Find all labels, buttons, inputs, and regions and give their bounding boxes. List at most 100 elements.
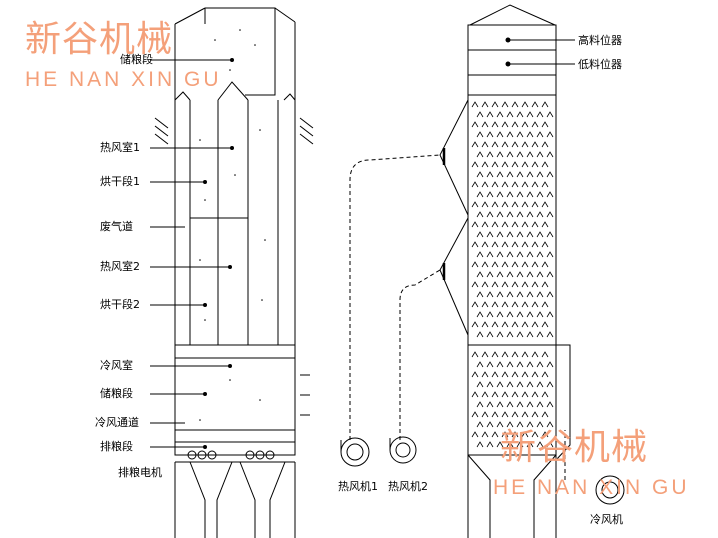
drying-triangle <box>476 401 484 408</box>
label-storage-section: 储粮段 <box>120 52 153 66</box>
drying-triangle <box>496 441 504 448</box>
drying-triangle <box>481 161 489 168</box>
drying-triangle <box>486 211 494 218</box>
drying-triangle <box>506 441 514 448</box>
drying-triangle <box>541 121 549 128</box>
drying-triangle <box>501 261 509 268</box>
drying-triangle <box>516 251 524 258</box>
drying-triangle <box>521 101 529 108</box>
drying-triangle <box>541 181 549 188</box>
drying-triangle <box>481 351 489 358</box>
drying-triangle <box>526 171 534 178</box>
drying-triangle <box>476 251 484 258</box>
drying-triangle <box>531 351 539 358</box>
drying-triangle <box>541 221 549 228</box>
drying-triangle <box>546 211 554 218</box>
drying-triangle <box>491 301 499 308</box>
drying-triangle <box>486 251 494 258</box>
drying-triangle <box>546 231 554 238</box>
blowers <box>340 436 625 505</box>
drying-triangle <box>516 381 524 388</box>
drying-triangle <box>531 281 539 288</box>
drying-triangle <box>486 401 494 408</box>
drying-triangle <box>496 131 504 138</box>
drying-triangle <box>496 311 504 318</box>
drying-triangle <box>491 221 499 228</box>
drying-triangle <box>511 201 519 208</box>
watermark-cn-bottom: 新谷机械 <box>500 427 649 468</box>
hot-air-ducts <box>349 154 566 480</box>
drying-triangle <box>531 161 539 168</box>
label-hot-air-blower-2: 热风机2 <box>388 479 428 493</box>
drying-triangle <box>481 321 489 328</box>
drying-triangle <box>516 311 524 318</box>
drying-triangle <box>541 101 549 108</box>
drying-triangle <box>486 381 494 388</box>
drying-triangle <box>471 391 479 398</box>
drying-triangle <box>491 141 499 148</box>
drying-triangle <box>491 411 499 418</box>
drying-triangle <box>496 401 504 408</box>
drying-triangle <box>486 131 494 138</box>
drying-triangle <box>541 241 549 248</box>
drying-triangle <box>541 321 549 328</box>
right-labels: 高料位器 低料位器 热风机1 热风机2 冷风机 <box>338 33 623 526</box>
drying-triangle <box>471 101 479 108</box>
drying-triangle <box>521 261 529 268</box>
drying-triangle <box>536 171 544 178</box>
drying-triangle <box>501 411 509 418</box>
drying-triangle <box>486 331 494 338</box>
label-high-level-sensor: 高料位器 <box>578 33 622 47</box>
drying-triangle <box>536 251 544 258</box>
drying-triangle <box>531 431 539 438</box>
drying-triangle <box>471 141 479 148</box>
drying-triangle <box>521 411 529 418</box>
label-drying-section-1: 烘干段1 <box>100 174 140 188</box>
drying-triangle <box>471 221 479 228</box>
drying-triangle <box>511 281 519 288</box>
drying-triangle <box>496 191 504 198</box>
drying-triangle <box>501 371 509 378</box>
drying-triangle <box>471 431 479 438</box>
drying-triangle <box>516 401 524 408</box>
drying-triangle <box>481 411 489 418</box>
drying-triangle <box>471 371 479 378</box>
drying-triangle <box>481 181 489 188</box>
drying-triangle <box>536 211 544 218</box>
drying-triangle <box>526 271 534 278</box>
drying-triangle <box>531 261 539 268</box>
drying-triangle <box>471 301 479 308</box>
drying-triangle <box>536 311 544 318</box>
drying-triangle <box>471 261 479 268</box>
drying-triangle <box>541 161 549 168</box>
drying-triangle <box>476 311 484 318</box>
label-low-level-sensor: 低料位器 <box>578 57 622 71</box>
drying-triangle <box>521 221 529 228</box>
drying-triangle <box>501 391 509 398</box>
drying-triangle <box>536 361 544 368</box>
drying-triangle <box>491 351 499 358</box>
drying-triangle <box>506 131 514 138</box>
label-discharge-motor: 排粮电机 <box>118 465 162 479</box>
drying-triangle <box>496 251 504 258</box>
drying-triangle <box>546 291 554 298</box>
drying-triangle <box>506 361 514 368</box>
drying-triangle <box>481 201 489 208</box>
drying-triangle <box>531 241 539 248</box>
drying-triangle <box>521 141 529 148</box>
drying-triangle <box>496 291 504 298</box>
drying-triangle <box>481 301 489 308</box>
drying-triangle <box>511 181 519 188</box>
drying-triangle <box>481 221 489 228</box>
drying-triangle <box>526 401 534 408</box>
drying-triangle <box>501 101 509 108</box>
drying-triangle <box>471 161 479 168</box>
drying-triangle <box>531 321 539 328</box>
drying-triangle <box>491 431 499 438</box>
drying-triangle <box>501 321 509 328</box>
drying-triangle <box>526 151 534 158</box>
right-tower <box>439 4 575 538</box>
grain-dots-left <box>199 29 266 449</box>
drying-triangle <box>511 101 519 108</box>
drying-triangle <box>511 221 519 228</box>
